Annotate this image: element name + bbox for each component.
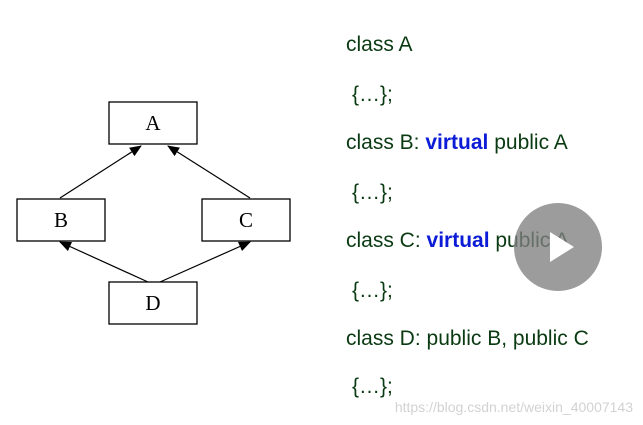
code-line-body-b: {…};	[352, 181, 393, 204]
edge-c-to-a	[167, 145, 251, 199]
keyword-virtual: virtual	[426, 229, 490, 252]
code-line-body-d: {…};	[352, 375, 393, 398]
node-d-label: D	[145, 291, 160, 315]
play-button[interactable]	[514, 203, 602, 291]
code-text: public A	[488, 131, 568, 154]
node-b: B	[16, 198, 106, 242]
play-icon	[550, 232, 574, 262]
edge-b-to-a	[59, 145, 142, 199]
code-line-class-a: class A	[346, 33, 413, 56]
code-line-body-c: {…};	[352, 279, 393, 302]
node-c-label: C	[239, 208, 253, 232]
edge-d-to-b	[59, 241, 149, 283]
code-line-class-b: class B: virtual public A	[346, 132, 568, 153]
watermark: https://blog.csdn.net/weixin_40007143	[394, 399, 633, 415]
node-a: A	[108, 101, 198, 145]
code-block: class A {…}; class B: virtual public A {…	[346, 0, 643, 425]
code-text: class C:	[346, 229, 427, 252]
edge-d-to-c	[159, 241, 251, 283]
code-text: class B:	[346, 131, 426, 154]
node-a-label: A	[145, 111, 161, 135]
node-d: D	[108, 281, 198, 325]
code-line-class-d: class D: public B, public C	[346, 327, 589, 350]
code-line-body-a: {…};	[352, 83, 393, 106]
node-c: C	[201, 198, 291, 242]
inheritance-diagram: A B C D	[16, 101, 291, 325]
node-b-label: B	[54, 208, 68, 232]
keyword-virtual: virtual	[425, 131, 489, 154]
